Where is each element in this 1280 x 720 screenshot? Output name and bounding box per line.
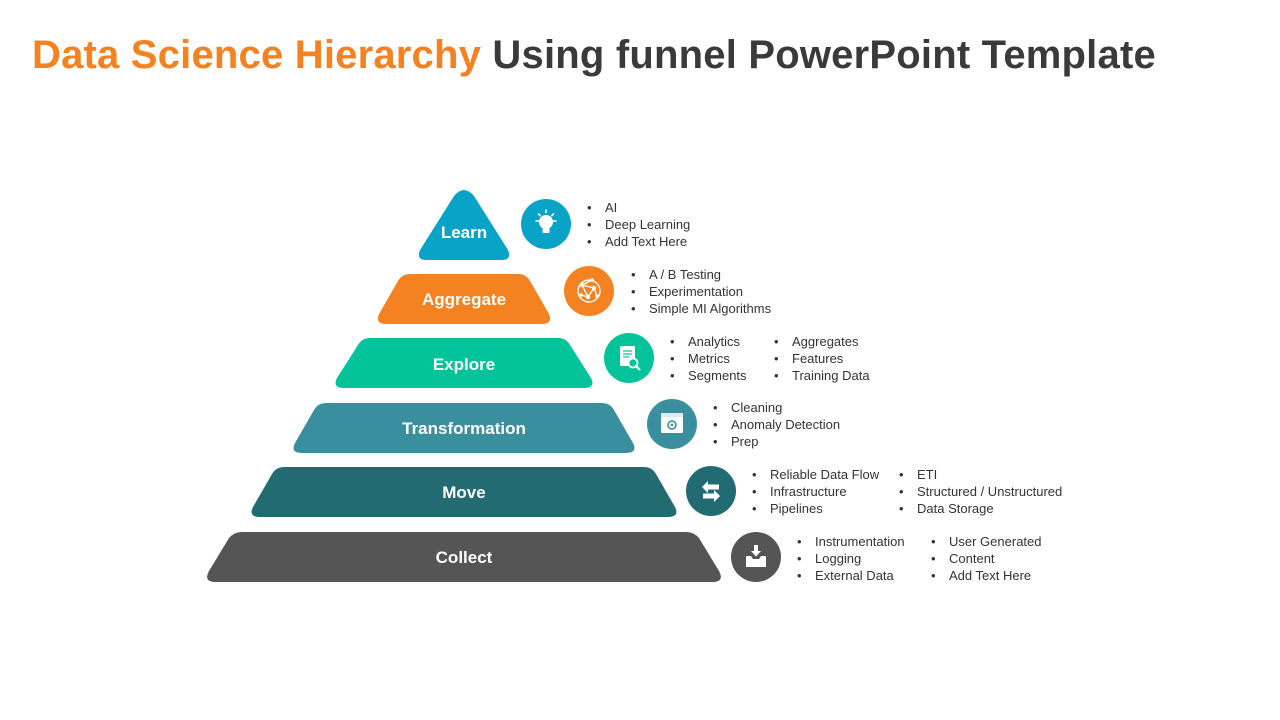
level-shape-learn	[418, 190, 510, 260]
list-item: Experimentation	[631, 283, 771, 300]
level-label-collect: Collect	[436, 548, 493, 567]
bullet-column: Cleaning Anomaly Detection Prep	[713, 399, 840, 450]
bullet-column: AI Deep Learning Add Text Here	[587, 199, 690, 250]
level-shape-aggregate	[377, 274, 551, 324]
level-label-transformation: Transformation	[402, 419, 526, 438]
list-item: Deep Learning	[587, 216, 690, 233]
list-item: Reliable Data Flow	[752, 466, 879, 483]
level-label-explore: Explore	[433, 355, 495, 374]
page-title: Data Science Hierarchy Using funnel Powe…	[32, 30, 1156, 80]
list-item: Analytics	[670, 333, 747, 350]
bullet-column: A / B Testing Experimentation Simple MI …	[631, 266, 771, 317]
title-rest: Using funnel PowerPoint Template	[492, 33, 1156, 77]
list-item: A / B Testing	[631, 266, 771, 283]
list-item: Anomaly Detection	[713, 416, 840, 433]
document-search-icon	[604, 333, 654, 383]
bullet-column: User Generated Content Add Text Here	[931, 533, 1042, 584]
list-item: AI	[587, 199, 690, 216]
list-item: Logging	[797, 550, 905, 567]
list-item: Simple MI Algorithms	[631, 300, 771, 317]
level-shape-explore	[335, 338, 593, 388]
list-item: Cleaning	[713, 399, 840, 416]
bullet-column: Reliable Data Flow Infrastructure Pipeli…	[752, 466, 879, 517]
list-item: Metrics	[670, 350, 747, 367]
level-label-move: Move	[442, 483, 485, 502]
list-item: Structured / Unstructured	[899, 483, 1062, 500]
lightbulb-icon	[521, 199, 571, 249]
level-shape-move	[251, 467, 677, 517]
list-item: Infrastructure	[752, 483, 879, 500]
level-label-learn: Learn	[441, 223, 487, 242]
list-item: Segments	[670, 367, 747, 384]
list-item: User Generated	[931, 533, 1042, 550]
settings-window-icon	[647, 399, 697, 449]
bullet-column: Instrumentation Logging External Data	[797, 533, 905, 584]
list-item: Instrumentation	[797, 533, 905, 550]
bullet-column: Analytics Metrics Segments	[670, 333, 747, 384]
list-item: Content	[931, 550, 1042, 567]
list-item: External Data	[797, 567, 905, 584]
swap-arrows-icon	[686, 466, 736, 516]
level-label-aggregate: Aggregate	[422, 290, 506, 309]
title-accent: Data Science Hierarchy	[32, 33, 482, 77]
bullet-column: ETI Structured / Unstructured Data Stora…	[899, 466, 1062, 517]
list-item: Add Text Here	[931, 567, 1042, 584]
level-shape-transformation	[293, 403, 635, 453]
inbox-download-icon	[731, 532, 781, 582]
list-item: Prep	[713, 433, 840, 450]
list-item: Features	[774, 350, 870, 367]
list-item: Add Text Here	[587, 233, 690, 250]
list-item: Training Data	[774, 367, 870, 384]
list-item: ETI	[899, 466, 1062, 483]
list-item: Pipelines	[752, 500, 879, 517]
level-shape-collect	[207, 532, 721, 582]
network-brain-icon	[564, 266, 614, 316]
list-item: Aggregates	[774, 333, 870, 350]
bullet-column: Aggregates Features Training Data	[774, 333, 870, 384]
list-item: Data Storage	[899, 500, 1062, 517]
